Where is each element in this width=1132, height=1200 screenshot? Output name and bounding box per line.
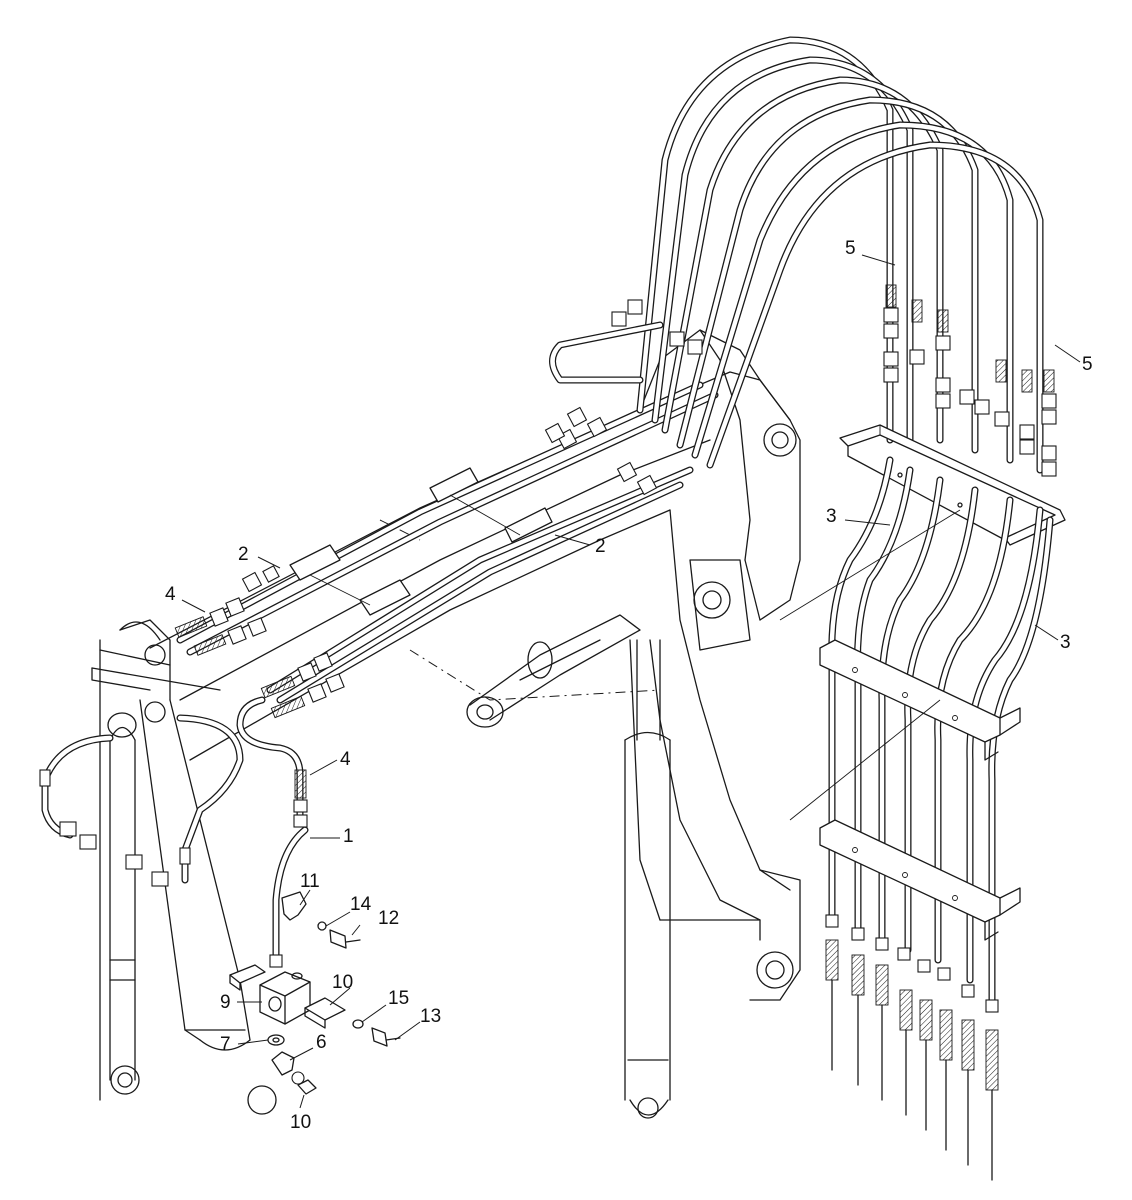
label-5-a: 5 [845,238,856,259]
label-2-a: 2 [238,544,249,565]
arm-end-hoses-4 [174,597,345,828]
boom-top-loop-hoses [549,36,1044,474]
label-9: 9 [220,992,231,1013]
label-4-b: 4 [340,749,351,770]
boom-cylinder [624,639,671,1119]
label-11: 11 [300,871,320,892]
label-14: 14 [350,894,372,915]
label-15: 15 [388,988,409,1009]
label-5-b: 5 [1082,354,1093,375]
label-6: 6 [316,1032,327,1053]
lower-fittings [825,914,999,1181]
label-4-a: 4 [165,584,176,605]
arm-cylinder [466,614,641,728]
hose-clamp-brackets [779,509,1021,941]
label-10-b: 10 [290,1112,311,1133]
label-3-a: 3 [826,506,837,527]
boom-hoses-2 [176,381,719,704]
valve-block-assembly [229,826,401,1095]
label-2-b: 2 [595,536,606,557]
label-7: 7 [220,1034,231,1055]
label-12: 12 [378,908,399,929]
label-3-b: 3 [1060,632,1071,653]
callout-labels: 5 5 3 3 2 2 4 4 1 11 14 12 10 15 9 13 7 … [165,238,1093,1133]
label-1: 1 [343,826,354,847]
upper-fittings-5 [883,284,1057,477]
callout-leaders [181,254,1081,1109]
arm-structure [91,619,277,1115]
label-10-a: 10 [332,972,353,993]
label-13: 13 [420,1006,441,1027]
arm-small-hoses [39,714,244,887]
